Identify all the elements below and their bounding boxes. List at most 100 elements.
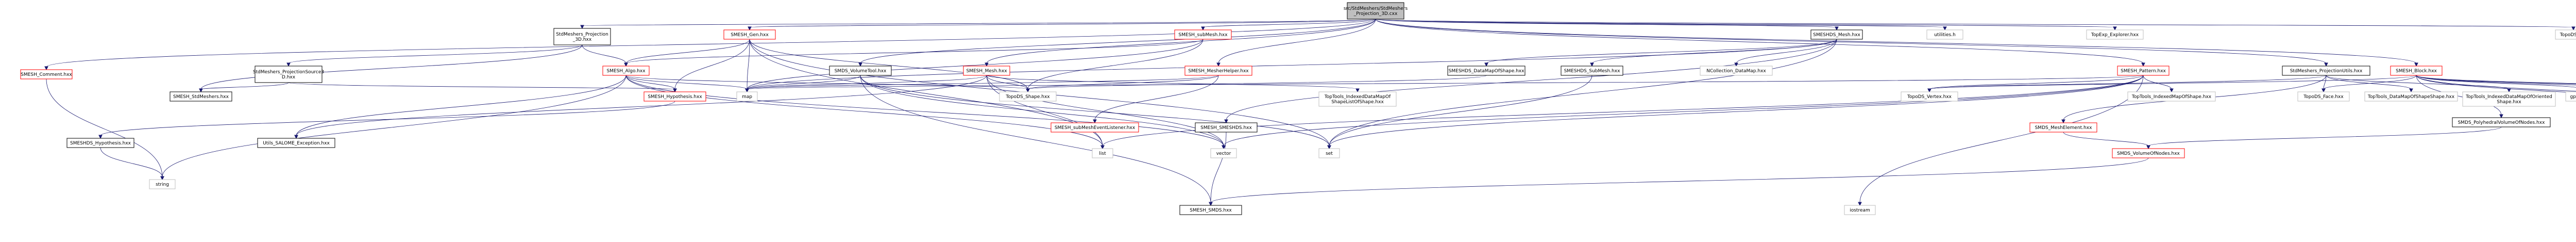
arrowhead-icon [1026,88,1030,93]
node-smesh_algo[interactable]: SMESH_Algo.hxx [602,66,650,76]
node-utils_salome[interactable]: Utils_SALOME_Exception.hxx [257,138,335,148]
node-smds_volumeofnodes[interactable]: SMDS_VolumeOfNodes.hxx [2112,148,2185,158]
edge-smesh_block-to-gp_xyz [2416,75,2576,88]
node-topods_shape[interactable]: TopoDS_Shape.hxx [999,91,1057,102]
node-smesh_meshevent[interactable]: SMESH_subMeshEventListener.hxx [1050,122,1139,133]
node-box [829,66,892,76]
edge-root-to-topexp_explorer [1375,19,2117,31]
node-smesh_gen[interactable]: SMESH_Gen.hxx [723,29,776,40]
node-smds_polyvol[interactable]: SMDS_PolyhedralVolumeOfNodes.hxx [2452,117,2551,127]
node-projutils[interactable]: StdMeshers_ProjectionUtils.hxx [2282,66,2370,76]
node-gp_xyz[interactable]: gp_XYZ.hxx [2565,91,2576,102]
node-topods_vertex[interactable]: TopoDS_Vertex.hxx [1901,91,1958,102]
node-smds_volumetool[interactable]: SMDS_VolumeTool.hxx [829,66,892,76]
arrowhead-icon [1943,26,1947,31]
node-box [1050,122,1139,133]
node-label: SMESH_Pattern.hxx [2121,69,2166,74]
node-toptools_indexeddmoo[interactable]: TopTools_IndexedDataMapOfOrientedShape.h… [2462,91,2556,107]
arrowhead-icon [580,25,584,29]
node-label: TopoDS_Face.hxx [2303,94,2344,100]
node-box [1179,205,1242,215]
arrowhead-icon [1835,26,1839,31]
node-iostream[interactable]: iostream [1844,205,1876,215]
node-smesh_hypothesis[interactable]: SMESH_Hypothesis.hxx [643,91,706,102]
node-smeshds_datamap[interactable]: SMESHDS_DataMapOfShape.hxx [1447,66,1526,76]
node-box [1844,205,1876,215]
node-box [2452,117,2551,127]
node-vector[interactable]: vector [1210,148,1237,158]
node-smesh_meshalgos[interactable]: SMESH_MesherHelper.hxx [1184,66,1252,76]
arrowhead-icon [1858,202,1862,206]
node-smesh_submesh[interactable]: SMESH_subMesh.hxx [1174,29,1232,40]
node-label: SMESH_SMDS.hxx [1190,208,1232,213]
node-box [1318,91,1397,107]
node-box [66,138,134,148]
node-box [2364,91,2458,102]
node-box [2390,66,2443,76]
node-label: gp_XYZ.hxx [2570,94,2576,100]
node-toptools_datamap[interactable]: TopTools_DataMapOfShapeShape.hxx [2364,91,2458,102]
arrowhead-icon [2113,26,2117,31]
arrowhead-icon [2499,114,2503,119]
node-proj3d_hxx[interactable]: StdMeshers_Projection_3D.hxx [553,28,611,45]
edge-smesh_pattern-to-iostream [1858,75,2144,206]
edge-smesh_algo-to-list [625,75,1105,150]
node-smesh_mesh[interactable]: SMESH_Mesh.hxx [963,66,1010,76]
edge-smds_meshelement-to-smds_volumeofnodes [2063,132,2150,150]
arrowhead-icon [2321,88,2326,93]
node-label: SMESH_Comment.hxx [21,72,72,77]
node-smds_meshelement[interactable]: SMDS_MeshElement.hxx [2029,122,2097,133]
node-box [2462,91,2556,107]
edge-proj3d_hxx-to-projsource [286,44,583,67]
node-smesh_stdmeshers[interactable]: SMESH_StdMeshers.hxx [170,91,232,102]
node-box [1174,29,1232,40]
node-toptools_indexedmap[interactable]: TopTools_IndexedMapOfShape.hxx [2127,91,2216,102]
node-box [643,91,706,102]
node-smesh_block[interactable]: SMESH_Block.hxx [2390,66,2443,76]
arrowhead-icon [748,26,752,31]
node-topods_face[interactable]: TopoDS_Face.hxx [2297,91,2350,102]
node-label: NCollection_DataMap.hxx [1706,69,1766,74]
node-label: Utils_SALOME_Exception.hxx [263,141,330,146]
node-smesh_smds[interactable]: SMESH_SMDS.hxx [1179,205,1242,215]
node-list[interactable]: list [1092,148,1113,158]
node-smds_meshnode[interactable]: SMESH_SMESHDS.hxx [1195,122,1258,133]
node-label: TopExp_Explorer.hxx [2091,33,2139,38]
edge-smesh_block-to-topods_vertex [1927,75,2417,93]
edge-root-to-smeshds_mesh [1375,19,1839,31]
edge-root-to-smesh_pattern [1375,19,2145,67]
node-smeshds_mesh[interactable]: SMESHDS_Mesh.hxx [1810,29,1863,40]
node-box [20,69,73,79]
node-box [2565,91,2576,102]
node-label: SMDS_PolyhedralVolumeOfNodes.hxx [2458,120,2546,125]
node-smeshds_submesh[interactable]: SMESHDS_SubMesh.hxx [1561,66,1623,76]
edge-projsource-to-smesh_hypothesis [288,82,677,93]
arrowhead-icon [624,62,628,67]
node-toptools_indexeddm[interactable]: TopTools_IndexedDataMapOfShapeListOfShap… [1318,91,1397,107]
node-smesh_comment[interactable]: SMESH_Comment.hxx [20,69,73,79]
edge-smesh_algo-to-map [625,75,749,93]
node-label: StdMeshers_ProjectionSource3 [253,70,324,75]
node-ncoll_datamap[interactable]: NCollection_DataMap.hxx [1700,66,1773,76]
edge-smesh_pattern-to-vector [1222,75,2144,150]
edge-smesh_mesh-to-toptools_indexeddm [986,75,1360,93]
edge-smesh_gen-to-smesh_hypothesis [673,39,750,93]
node-string[interactable]: string [149,179,176,189]
node-smeshds_hypothesis[interactable]: SMESHDS_Hypothesis.hxx [66,138,134,148]
edge-smesh_gen-to-smesh_algo [624,39,750,67]
node-topods_hxx[interactable]: TopoDS.hxx [2555,29,2576,40]
node-root[interactable]: src/StdMeshers/StdMeshers_Projection_3D.… [1344,2,1408,20]
node-set[interactable]: set [1318,148,1340,158]
node-box [1195,122,1258,133]
edge-smeshds_submesh-to-set [1327,75,1592,150]
edge-smds_polyvol-to-smds_volumeofnodes [2146,126,2502,150]
node-smesh_pattern[interactable]: SMESH_Pattern.hxx [2117,66,2170,76]
node-utilities[interactable]: utilities.h [1926,29,1963,40]
node-label: _Projection_3D.cxx [1353,11,1398,17]
arrowhead-icon [1209,202,1213,206]
node-map[interactable]: map [736,91,758,102]
edge-projsource-to-smesh_stdmeshers [199,82,289,93]
node-label: StdMeshers_Projection [556,32,608,37]
node-topexp_explorer[interactable]: TopExp_Explorer.hxx [2086,29,2144,40]
